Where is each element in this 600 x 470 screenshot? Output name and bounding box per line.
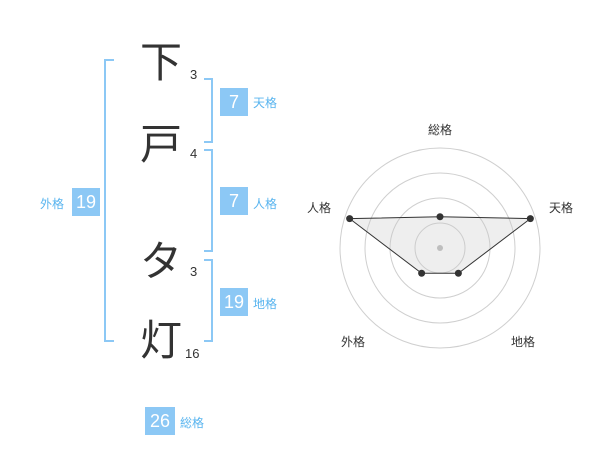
- stroke-count-2: 4: [190, 146, 198, 161]
- gaikaku-badge: 19: [72, 188, 100, 216]
- radar-center: [437, 245, 443, 251]
- jinkaku-bracket: [204, 149, 213, 252]
- name-char-1: 下: [139, 38, 182, 87]
- stroke-count-4: 16: [185, 346, 200, 361]
- stroke-count-3: 3: [190, 264, 198, 279]
- name-char-4: 灯: [139, 316, 182, 365]
- jinkaku-badge: 7: [220, 187, 248, 215]
- radar-point-4: [418, 269, 426, 277]
- name-char-2: 戸: [139, 120, 182, 169]
- gaikaku-label: 外格: [40, 197, 65, 211]
- radar-label-chikaku: 地格: [511, 335, 536, 349]
- stroke-count-1: 3: [190, 67, 198, 82]
- name-char-3: タ: [139, 237, 182, 286]
- radar-label-soukaku: 総格: [428, 123, 453, 137]
- chikaku-bracket: [204, 259, 213, 342]
- radar-label-tenkaku: 天格: [549, 201, 574, 215]
- radar-series-shape: [348, 216, 532, 274]
- radar-label-gaikaku: 外格: [341, 335, 366, 349]
- soukaku-label: 総格: [180, 416, 205, 430]
- chikaku-label: 地格: [253, 297, 278, 311]
- tenkaku-label: 天格: [253, 96, 278, 110]
- radar-point-2: [526, 215, 534, 223]
- radar-grid-ring: [364, 172, 516, 324]
- radar-point-3: [454, 269, 462, 277]
- radar-point-1: [436, 213, 444, 221]
- radar-grid-ring: [389, 197, 491, 299]
- chikaku-badge: 19: [220, 288, 248, 316]
- tenkaku-bracket: [204, 78, 213, 143]
- jinkaku-label: 人格: [253, 197, 278, 211]
- gaikaku-bracket: [104, 59, 114, 342]
- tenkaku-badge: 7: [220, 88, 248, 116]
- radar-grid-ring: [339, 147, 541, 349]
- radar-point-5: [346, 215, 354, 223]
- radar-label-jinkaku: 人格: [307, 201, 332, 215]
- soukaku-badge: 26: [145, 407, 175, 435]
